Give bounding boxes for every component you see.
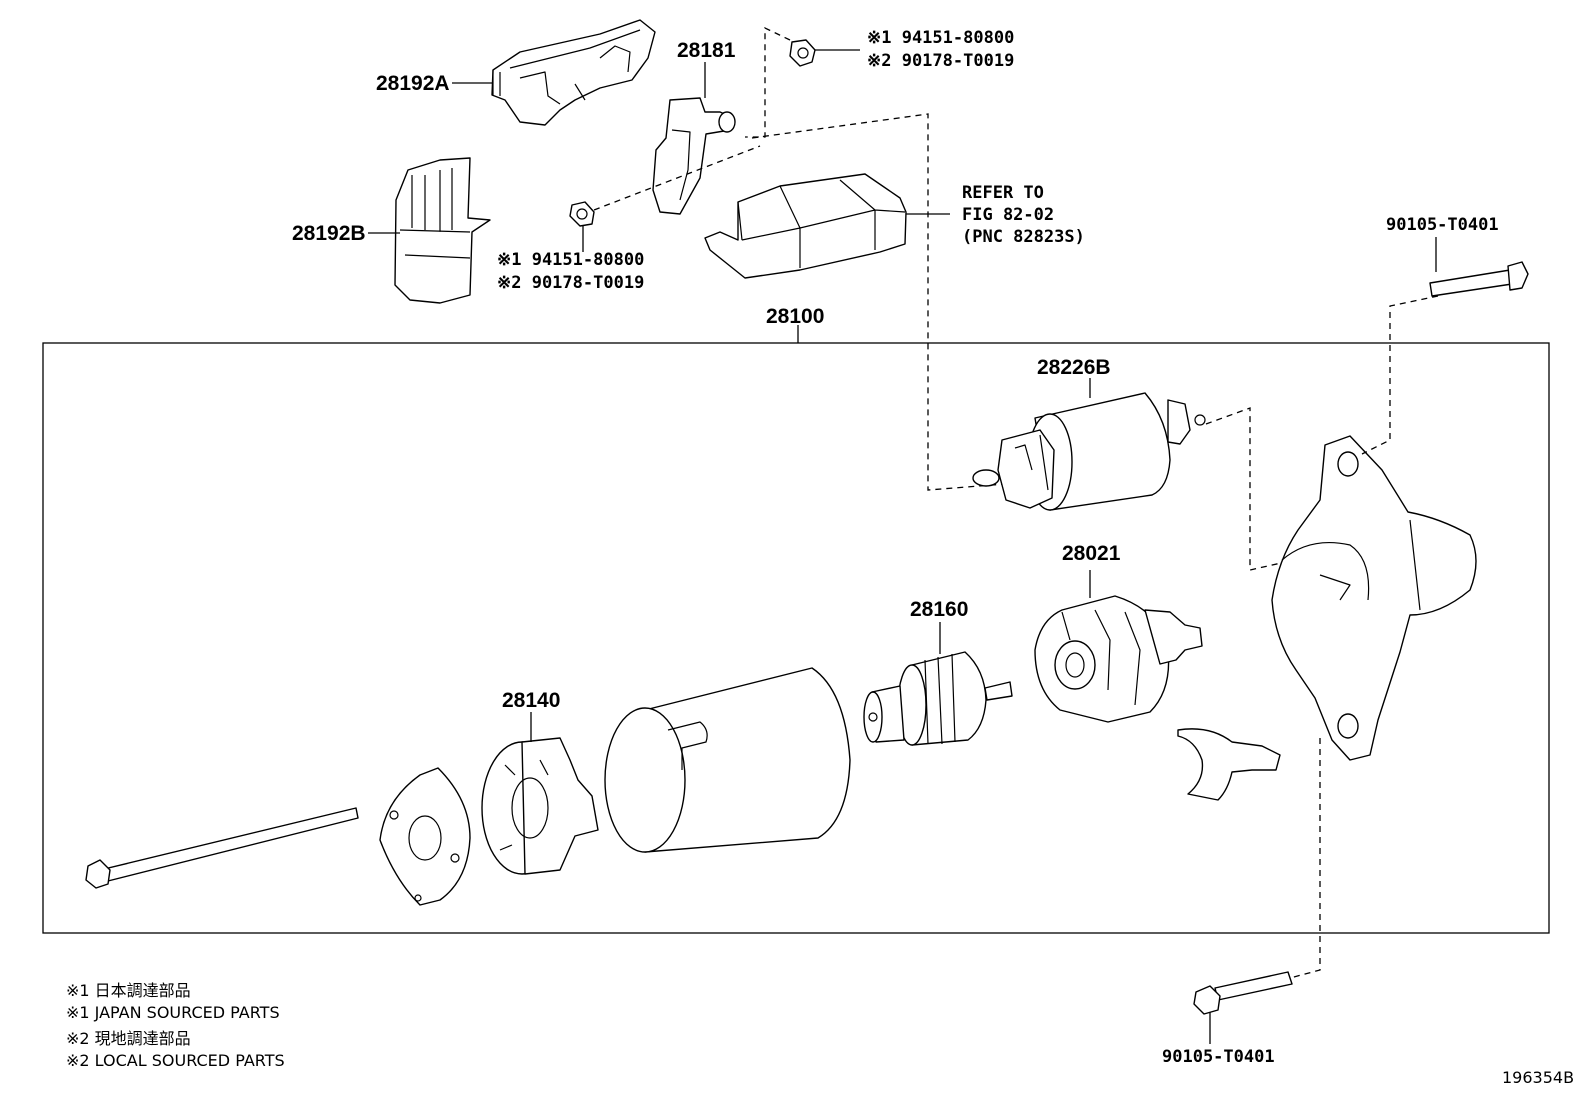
label-28192a[interactable]: 28192A [376,72,450,95]
label-bolt-top[interactable]: 90105-T0401 [1386,215,1499,235]
nut-top-line2[interactable]: ※2 90178-T0019 [867,51,1014,71]
label-28192b[interactable]: 28192B [292,222,366,245]
through-bolt-shape[interactable] [85,807,359,889]
lever-fork-shape[interactable] [1177,728,1281,801]
part-28226b-shape[interactable] [972,392,1206,511]
label-28140[interactable]: 28140 [502,689,560,712]
figure-id: 196354B [1502,1068,1574,1087]
yoke-shape[interactable] [604,667,851,853]
label-bolt-bottom[interactable]: 90105-T0401 [1162,1047,1275,1067]
label-28160[interactable]: 28160 [910,598,968,621]
bolt-bottom-shape[interactable] [1193,971,1293,1015]
terminal-cover-shape[interactable] [704,173,907,279]
part-28192a-shape[interactable] [491,19,656,126]
legend-line2: ※1 JAPAN SOURCED PARTS [66,1003,280,1022]
part-28181-shape[interactable] [652,97,736,215]
label-28021[interactable]: 28021 [1062,542,1121,565]
front-housing-shape[interactable] [1271,435,1477,761]
nut-top-line1[interactable]: ※1 94151-80800 [867,28,1014,48]
bolt-top-shape[interactable] [1429,261,1529,297]
refer-line2[interactable]: FIG 82-02 [962,205,1054,225]
legend-line4: ※2 LOCAL SOURCED PARTS [66,1051,285,1070]
nut-mid-line1[interactable]: ※1 94151-80800 [497,250,644,270]
refer-line3[interactable]: (PNC 82823S) [962,227,1085,247]
nut-mid-shape[interactable] [569,201,595,227]
nut-top-shape[interactable] [789,39,816,67]
part-28160-shape[interactable] [863,651,1013,746]
label-28226b[interactable]: 28226B [1037,356,1111,379]
assembly-frame [42,342,1550,934]
legend-line3: ※2 現地調達部品 [66,1029,191,1048]
part-28192b-shape[interactable] [394,157,491,304]
part-28140-shape[interactable] [481,737,599,875]
end-plate-shape[interactable] [379,767,471,906]
label-28181[interactable]: 28181 [677,39,736,62]
label-28100[interactable]: 28100 [766,305,824,328]
part-28021-shape[interactable] [1034,595,1203,723]
nut-mid-line2[interactable]: ※2 90178-T0019 [497,273,644,293]
refer-line1[interactable]: REFER TO [962,183,1044,203]
legend-line1: ※1 日本調達部品 [66,981,191,1000]
